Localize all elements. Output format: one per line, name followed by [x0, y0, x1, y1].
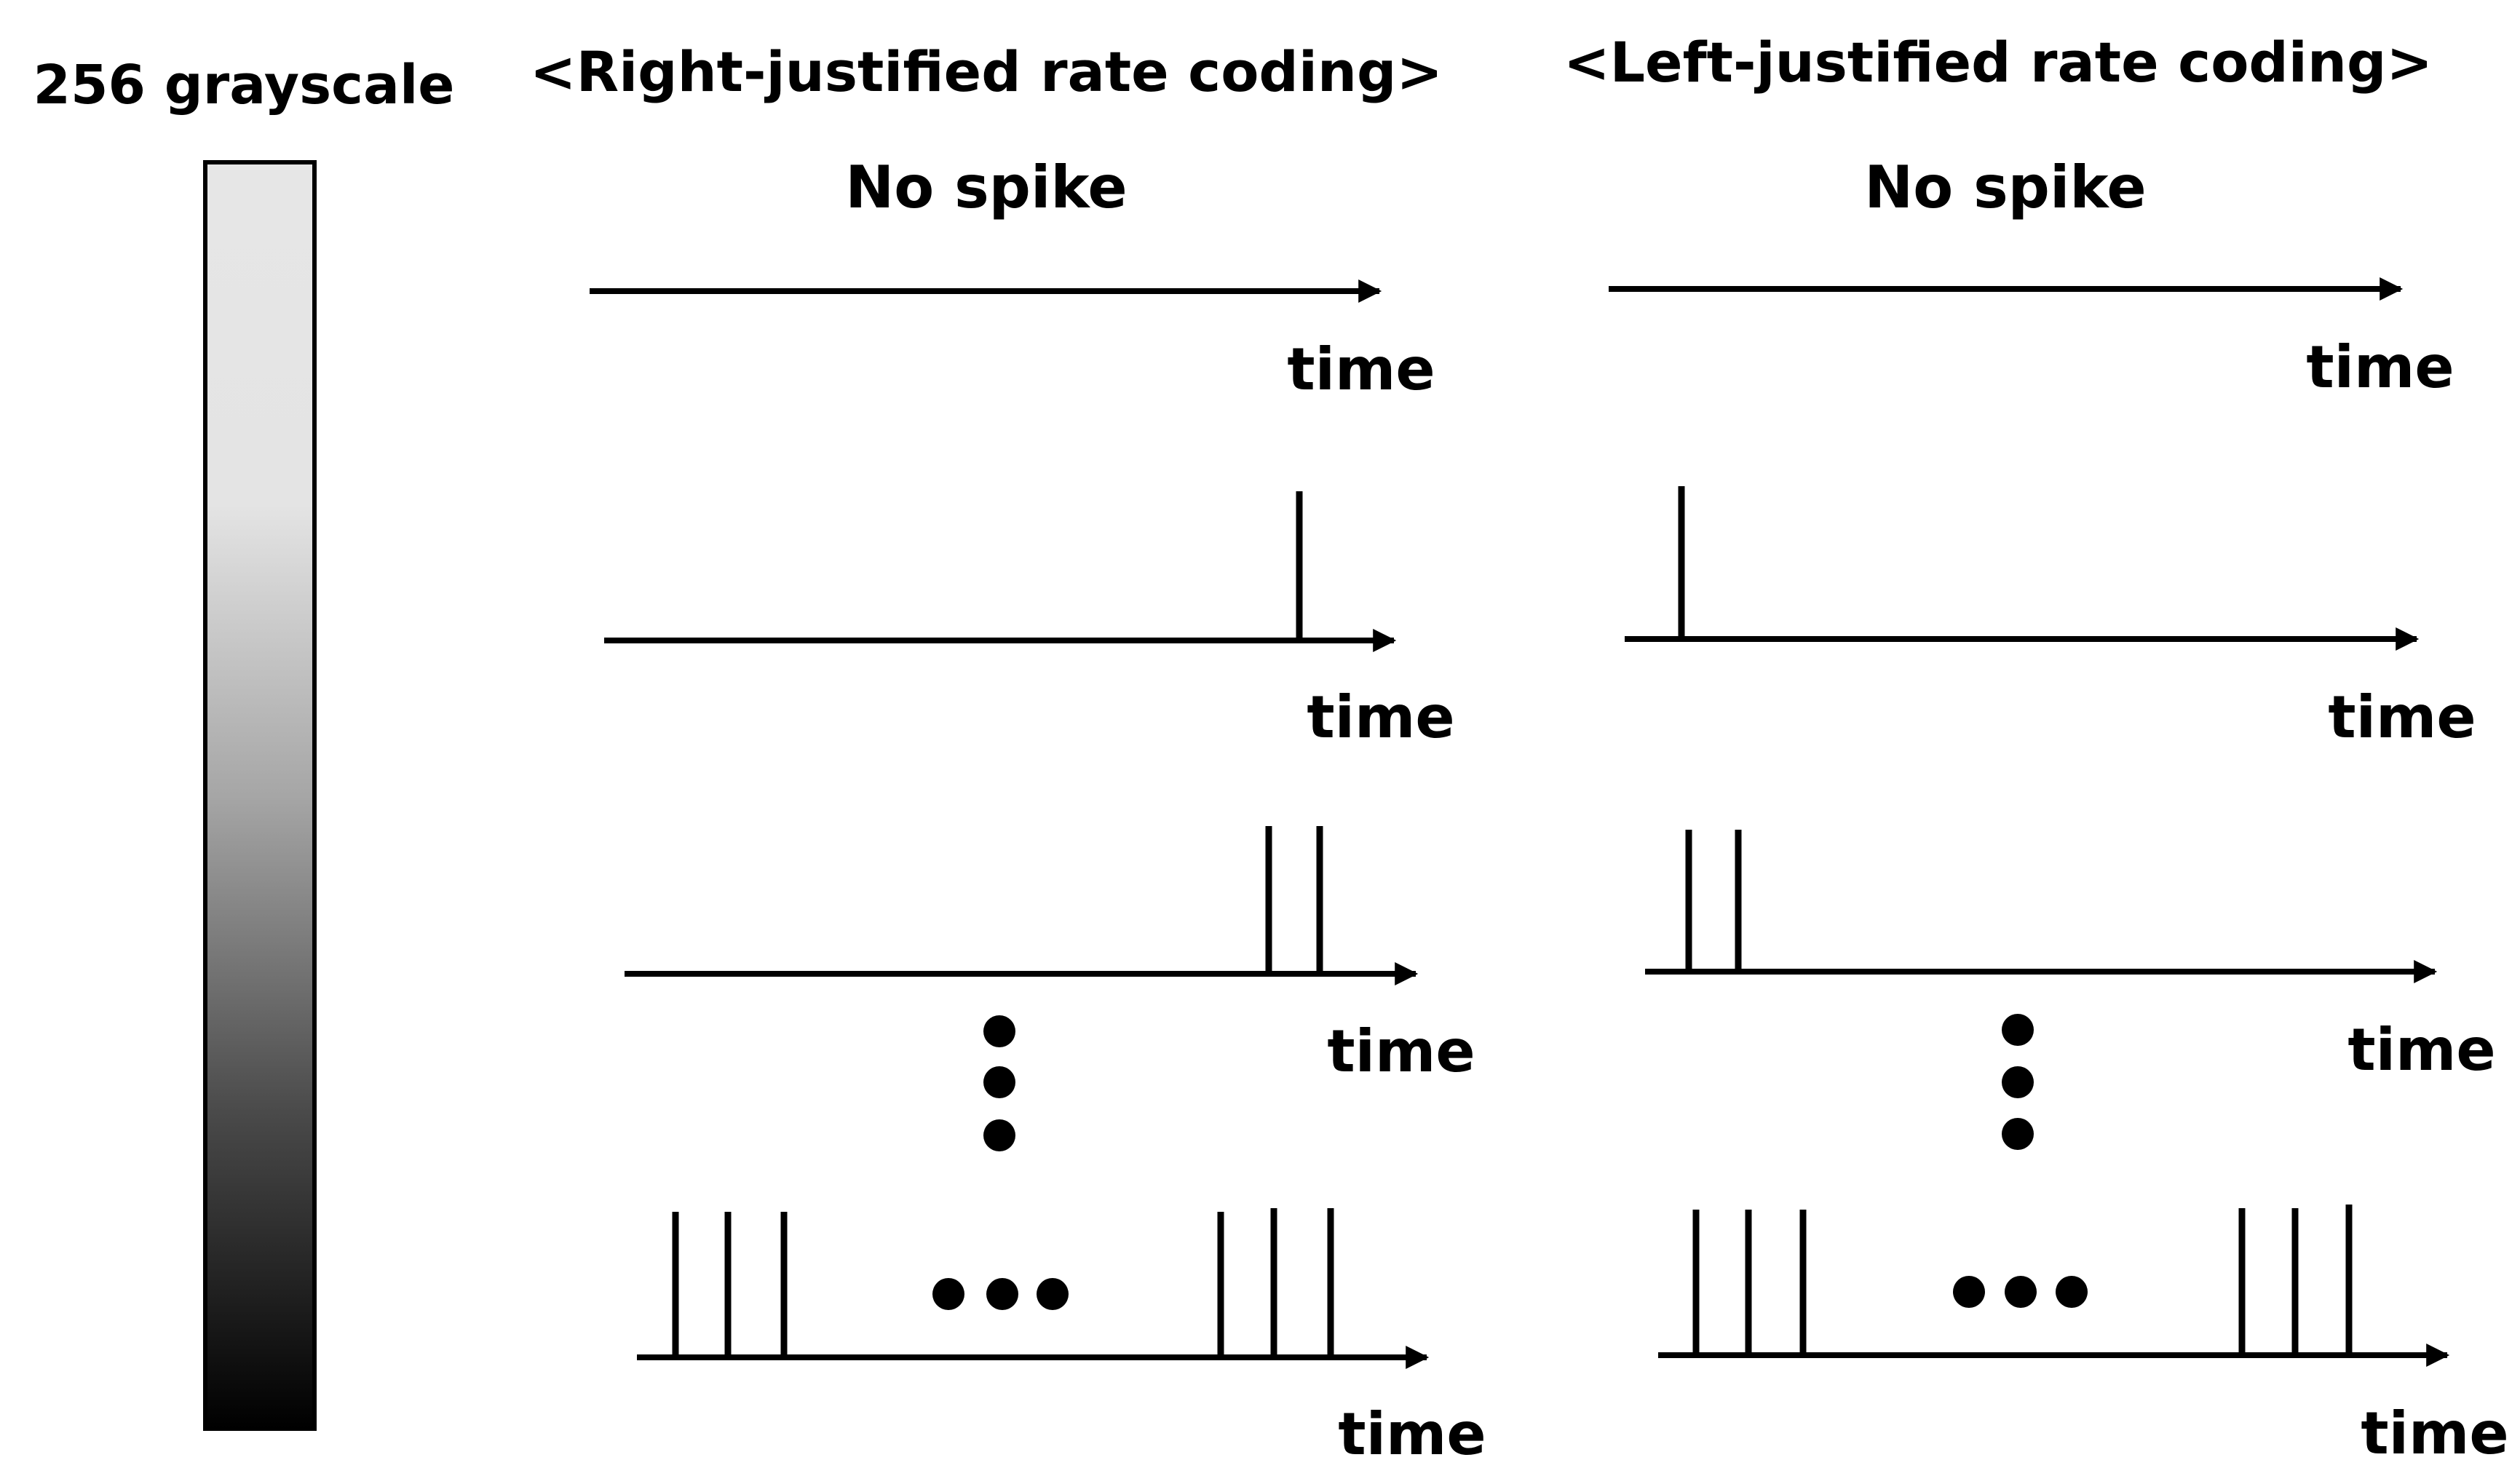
panel-title: <Right-justified rate coding>	[530, 39, 1443, 104]
time-axis-label: time	[1338, 1400, 1486, 1468]
ellipsis-dot	[986, 1278, 1018, 1310]
ellipsis-dot	[2056, 1276, 2088, 1308]
grayscale-label: 256 grayscale	[33, 54, 455, 116]
spike-train-row: time	[590, 279, 1435, 403]
ellipsis-dot	[983, 1066, 1015, 1098]
vertical-ellipsis	[2002, 1014, 2034, 1150]
ellipsis-dot	[2002, 1118, 2034, 1150]
ellipsis-dot	[1953, 1276, 1985, 1308]
spike-train-row: time	[1658, 1205, 2509, 1467]
no-spike-label: No spike	[1864, 154, 2146, 221]
time-axis-label: time	[1307, 683, 1454, 751]
spike-train-row: time	[604, 491, 1455, 751]
time-axis-label: time	[1287, 336, 1435, 403]
time-axis-label: time	[2347, 1016, 2495, 1084]
spike-train-row: time	[1625, 486, 2476, 751]
left-justified-panel: <Left-justified rate coding> No spike ti…	[1564, 30, 2509, 1467]
panel-title: <Left-justified rate coding>	[1564, 30, 2433, 95]
time-axis-label: time	[2306, 333, 2454, 401]
ellipsis-dot	[2002, 1066, 2034, 1098]
ellipsis-dot	[2002, 1014, 2034, 1046]
spike-train-row: time	[637, 1208, 1486, 1468]
ellipsis-dot	[1037, 1278, 1069, 1310]
time-axis-label: time	[2328, 683, 2476, 751]
ellipsis-dot	[983, 1119, 1015, 1151]
spike-train-row: time	[1609, 277, 2454, 401]
spike-train-row: time	[625, 826, 1475, 1085]
ellipsis-dot	[2005, 1276, 2037, 1308]
ellipsis-dot	[983, 1015, 1015, 1047]
no-spike-label: No spike	[845, 154, 1127, 221]
grayscale-bar	[203, 160, 317, 1431]
vertical-ellipsis	[983, 1015, 1015, 1151]
time-axis-label: time	[2361, 1400, 2508, 1467]
ellipsis-dot	[932, 1278, 964, 1310]
right-justified-panel: <Right-justified rate coding> No spike t…	[530, 39, 1486, 1468]
time-axis-label: time	[1327, 1017, 1475, 1085]
spike-train-row: time	[1645, 830, 2496, 1084]
